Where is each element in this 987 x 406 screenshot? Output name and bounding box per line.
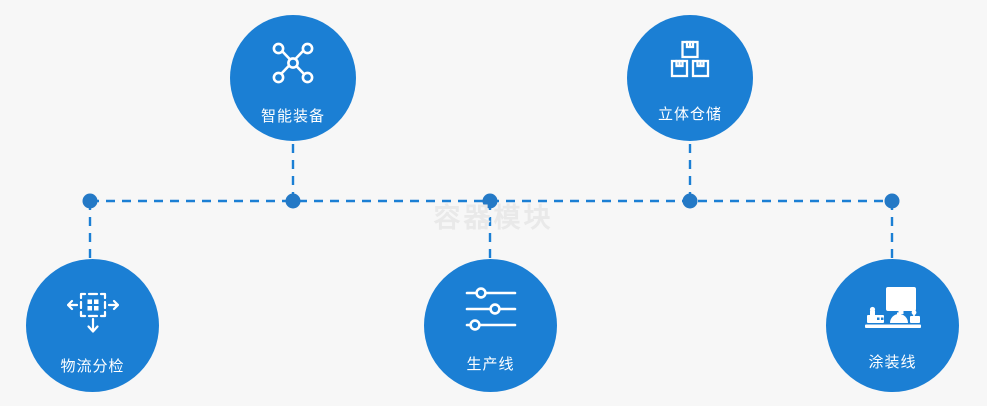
node-dot-production-line[interactable] [482, 193, 498, 209]
sorting-arrows-icon [66, 285, 119, 335]
factory-monitor-icon [864, 285, 922, 331]
sliders-icon [465, 285, 517, 333]
stacked-boxes-icon [666, 39, 714, 85]
module-label-logistics-sorting: 物流分检 [60, 357, 125, 375]
module-node-logistics-sorting[interactable]: 物流分检 [26, 259, 159, 392]
module-node-painting-line[interactable]: 涂装线 [826, 259, 959, 392]
module-label-smart-equipment: 智能装备 [260, 107, 325, 125]
network-nodes-icon [269, 39, 317, 87]
module-label-warehouse: 立体仓储 [657, 105, 722, 123]
node-dot-smart-equipment[interactable] [285, 193, 301, 209]
node-dot-warehouse[interactable] [682, 193, 698, 209]
node-dot-logistics-sorting[interactable] [82, 193, 98, 209]
module-label-painting-line: 涂装线 [868, 353, 917, 371]
node-dot-painting-line[interactable] [884, 193, 900, 209]
module-node-warehouse[interactable]: 立体仓储 [627, 15, 753, 141]
module-node-production-line[interactable]: 生产线 [424, 259, 557, 392]
module-node-smart-equipment[interactable]: 智能装备 [230, 15, 356, 141]
module-label-production-line: 生产线 [466, 355, 515, 373]
